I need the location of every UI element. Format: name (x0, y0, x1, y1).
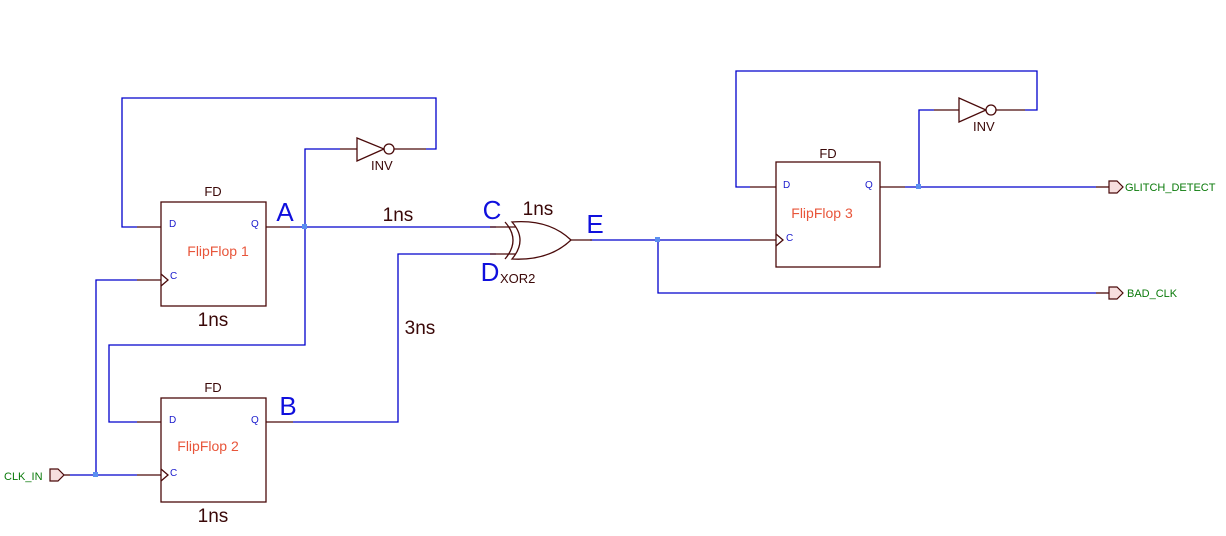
ff3-clock-triangle-icon (775, 233, 784, 247)
net-label-a: A (276, 197, 294, 227)
net-label-c: C (483, 195, 502, 225)
ff1-pin-c-label: C (170, 271, 177, 282)
input-port-icon (49, 468, 65, 482)
junction-net-a (302, 224, 307, 229)
wire-ff3-q-to-inv2[interactable] (918, 109, 934, 187)
ff2-instance-label: FlipFlop 2 (177, 438, 239, 454)
inv1-type-label: INV (371, 158, 393, 173)
ff1-body[interactable] (160, 201, 267, 307)
port-glitch-detect-label: GLITCH_DETECT (1125, 182, 1216, 194)
flipflop-2[interactable]: FD D Q C FlipFlop 2 1ns (137, 380, 293, 527)
ff2-pin-c-label: C (170, 468, 177, 479)
net-label-d: D (481, 257, 500, 287)
wire-net-b[interactable] (293, 253, 496, 423)
ff3-pin-q-label: Q (865, 180, 873, 191)
inverter-2[interactable]: INV (934, 96, 1025, 134)
ff2-pin-q-label: Q (251, 415, 259, 426)
port-glitch-detect[interactable]: GLITCH_DETECT (1096, 180, 1216, 194)
port-bad-clk[interactable]: BAD_CLK (1096, 286, 1178, 300)
wire-ff3-feedback[interactable] (735, 70, 1038, 188)
xor-body-icon (510, 220, 572, 260)
ff1-type-label: FD (204, 184, 221, 199)
ff1-instance-label: FlipFlop 1 (187, 243, 249, 259)
ff3-pin-d-label: D (783, 180, 790, 191)
output-port-icon (1108, 180, 1124, 194)
ff1-delay-label: 1ns (198, 310, 229, 331)
ff2-body[interactable] (160, 397, 267, 503)
ff3-body[interactable] (775, 161, 881, 268)
wire-e-to-bad-clk[interactable] (657, 240, 1096, 294)
junction-clk (93, 472, 98, 477)
inv2-bubble-icon (985, 104, 997, 116)
wire-a-to-inv1[interactable] (304, 148, 340, 227)
ff3-type-label: FD (819, 146, 836, 161)
net-label-e: E (586, 209, 603, 239)
junction-net-e (655, 237, 660, 242)
wire-a-to-ff2-d[interactable] (108, 227, 306, 423)
wire-ff1-feedback[interactable] (121, 97, 437, 228)
ff3-instance-label: FlipFlop 3 (791, 205, 853, 221)
net-label-b: B (279, 391, 296, 421)
xor-gate[interactable]: XOR2 1ns (490, 199, 592, 286)
port-clk-in[interactable]: CLK_IN (4, 468, 70, 483)
wire-delay-a-to-c: 1ns (383, 205, 414, 226)
flipflop-3[interactable]: FD D Q C FlipFlop 3 (750, 146, 905, 268)
ff1-pin-d-label: D (169, 219, 176, 230)
ff2-clock-triangle-icon (160, 468, 169, 482)
wire-delay-b-to-d: 3ns (405, 318, 436, 339)
xor-type-label: XOR2 (500, 271, 535, 286)
port-clk-in-label: CLK_IN (4, 471, 43, 483)
ff2-pin-d-label: D (169, 415, 176, 426)
xor-extra-arc-icon (504, 221, 514, 260)
inv2-type-label: INV (973, 119, 995, 134)
junction-ff3-q (916, 184, 921, 189)
ff1-pin-q-label: Q (251, 219, 259, 230)
inv1-bubble-icon (383, 143, 395, 155)
port-bad-clk-label: BAD_CLK (1127, 288, 1178, 300)
ff2-type-label: FD (204, 380, 221, 395)
ff3-pin-c-label: C (786, 233, 793, 244)
wires (70, 70, 1096, 476)
ff1-clock-triangle-icon (160, 273, 169, 287)
flipflop-1[interactable]: FD D Q C FlipFlop 1 1ns (137, 184, 290, 331)
output-port-icon (1108, 286, 1124, 300)
inv1-triangle-icon (356, 137, 386, 163)
inv2-triangle-icon (958, 96, 988, 124)
xor-delay-label: 1ns (523, 199, 554, 220)
wire-clk-to-ff1[interactable] (95, 279, 137, 475)
ff2-delay-label: 1ns (198, 506, 229, 527)
inverter-1[interactable]: INV (340, 137, 426, 173)
